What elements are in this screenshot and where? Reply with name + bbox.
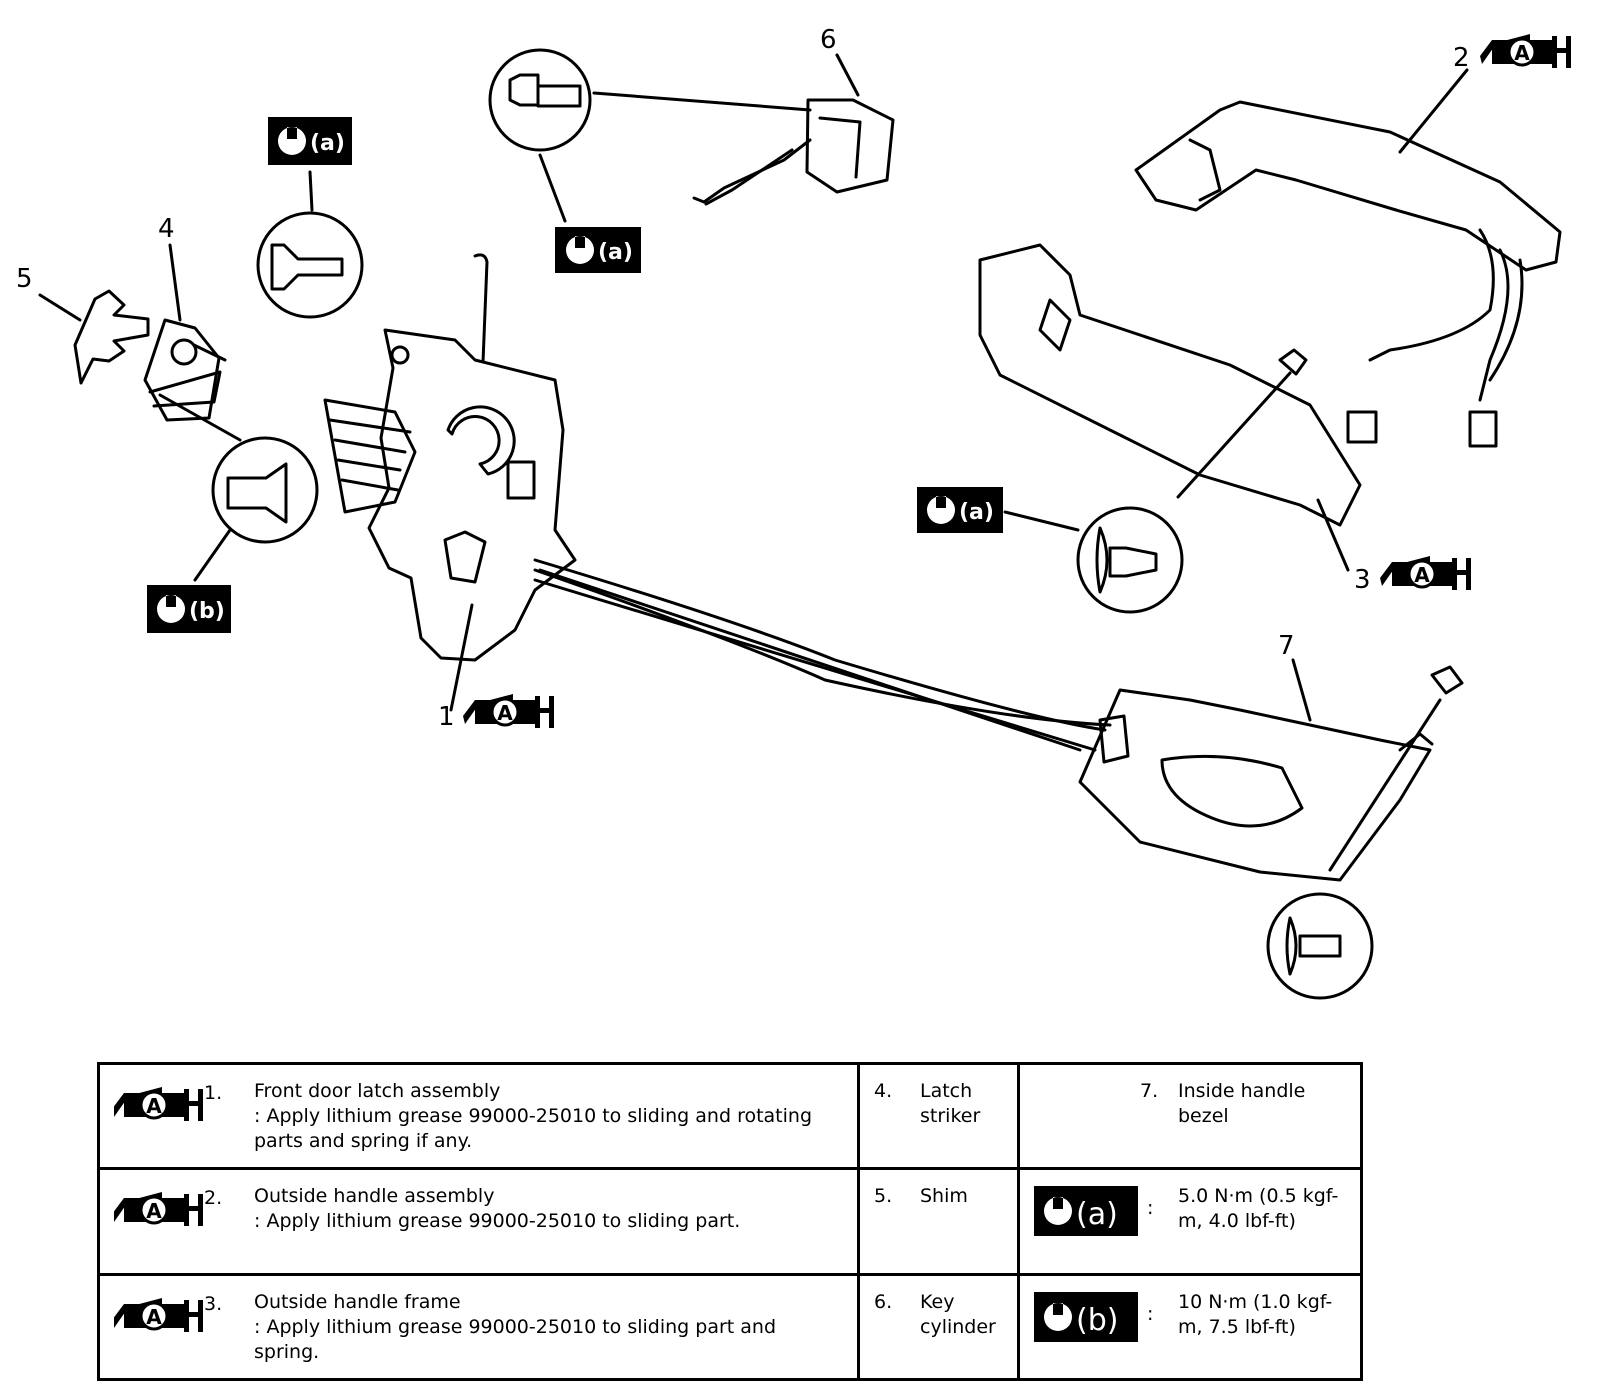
- colon: :: [1147, 1302, 1154, 1325]
- svg-text:(b): (b): [1076, 1303, 1118, 1338]
- legend-cell-part-4: 4. Latch striker: [857, 1061, 1020, 1171]
- item-note: : Apply lithium grease 99000-25010 to sl…: [254, 1105, 813, 1152]
- legend-cell-part-3: 3. Outside handle frame : Apply lithium …: [97, 1272, 860, 1382]
- item-name: Outside handle frame: [254, 1290, 461, 1313]
- item-number: 7.: [1140, 1080, 1159, 1102]
- item-name: Latch striker: [920, 1080, 981, 1127]
- grease-icon: [114, 1296, 205, 1334]
- grease-icon-3: [1378, 554, 1473, 592]
- svg-text:(a): (a): [1076, 1197, 1118, 1232]
- legend-cell-torque-b: (b) : 10 N·m (1.0 kgf-m, 7.5 lbf-ft): [1017, 1272, 1363, 1382]
- callout-7: 7: [1278, 631, 1295, 661]
- grease-icon: [114, 1085, 205, 1123]
- grease-icon-2: [1478, 32, 1573, 70]
- legend-cell-torque-a: (a) : 5.0 N·m (0.5 kgf-m, 4.0 lbf-ft): [1017, 1167, 1363, 1276]
- item-number: 1.: [204, 1082, 223, 1104]
- item-name: Shim: [920, 1185, 968, 1208]
- torque-tag-a-top: (a): [268, 117, 352, 165]
- callout-3: 3: [1354, 565, 1371, 595]
- torque-tag-b: (b): [147, 585, 231, 633]
- item-note: : Apply lithium grease 99000-25010 to sl…: [254, 1210, 741, 1233]
- callout-2: 2: [1453, 43, 1470, 73]
- item-note: : Apply lithium grease 99000-25010 to sl…: [254, 1315, 777, 1363]
- callout-5: 5: [16, 264, 33, 294]
- svg-text:(b): (b): [189, 599, 225, 624]
- item-name: Front door latch assembly: [254, 1080, 501, 1102]
- svg-text:(a): (a): [310, 131, 345, 156]
- svg-text:(a): (a): [959, 500, 994, 525]
- torque-tag-a-frame: (a): [917, 487, 1003, 533]
- item-number: 3.: [204, 1292, 223, 1315]
- torque-value: 10 N·m (1.0 kgf-m, 7.5 lbf-ft): [1178, 1290, 1333, 1338]
- grease-icon: [114, 1190, 205, 1228]
- torque-value: 5.0 N·m (0.5 kgf-m, 4.0 lbf-ft): [1178, 1185, 1339, 1233]
- item-name: Inside handle bezel: [1178, 1080, 1306, 1127]
- legend-cell-part-6: 6. Key cylinder: [857, 1272, 1020, 1382]
- svg-text:(a): (a): [598, 240, 633, 265]
- torque-wrench-icon: (a): [1034, 1186, 1138, 1237]
- torque-tag-a-key: (a): [555, 227, 641, 273]
- item-number: 5.: [874, 1185, 893, 1208]
- item-number: 6.: [874, 1290, 893, 1313]
- legend-table: 1. Front door latch assembly : Apply lit…: [97, 1061, 1363, 1382]
- legend-cell-part-1: 1. Front door latch assembly : Apply lit…: [97, 1061, 860, 1171]
- legend-cell-part-2: 2. Outside handle assembly : Apply lithi…: [97, 1167, 860, 1276]
- item-name: Outside handle assembly: [254, 1185, 495, 1208]
- legend-cell-part-7: 7. Inside handle bezel: [1017, 1061, 1363, 1171]
- item-number: 2.: [204, 1187, 223, 1210]
- legend-cell-part-5: 5. Shim: [857, 1167, 1020, 1276]
- torque-wrench-icon: (b): [1034, 1291, 1138, 1342]
- item-name: Key cylinder: [920, 1290, 996, 1338]
- colon: :: [1147, 1197, 1154, 1220]
- callout-6: 6: [820, 25, 837, 55]
- item-number: 4.: [874, 1080, 893, 1102]
- callout-4: 4: [158, 214, 175, 244]
- grease-icon-1: [461, 692, 556, 730]
- exploded-diagram: A 6 2 4 5 3 7 1 A (a) (a) (b) (a): [16, 25, 1573, 1000]
